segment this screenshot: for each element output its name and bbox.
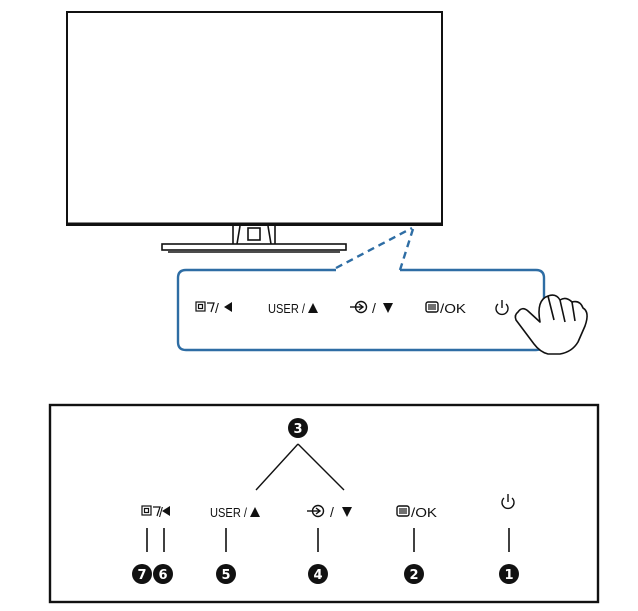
zoom-panel <box>176 268 546 352</box>
smartimage-slash: / <box>215 300 219 316</box>
up-arrow-icon <box>308 303 318 313</box>
callout-5: 5 <box>216 564 236 584</box>
smartimage-button-diagram: / <box>141 504 170 520</box>
smartimage-icon <box>141 505 161 517</box>
user-button[interactable]: USER / <box>268 301 318 316</box>
input-icon <box>307 504 325 518</box>
menu-button-diagram: /OK <box>396 505 437 520</box>
callout-6-label: 6 <box>158 568 167 583</box>
user-label: USER / <box>268 301 305 316</box>
input-slash: / <box>330 504 334 520</box>
smartimage-button[interactable]: / <box>195 300 232 316</box>
callout-7: 7 <box>132 564 152 584</box>
power-icon <box>495 300 509 316</box>
callout-1: 1 <box>499 564 519 584</box>
callout-7-label: 7 <box>137 568 146 583</box>
menu-ok-label: /OK <box>411 505 437 520</box>
menu-button[interactable]: /OK <box>425 301 466 316</box>
pointing-hand-icon <box>514 294 588 355</box>
input-button-diagram: / <box>307 504 352 520</box>
power-button-diagram <box>501 494 515 510</box>
smartimage-icon <box>195 301 215 313</box>
input-button[interactable]: / <box>350 300 393 316</box>
menu-ok-label: /OK <box>440 301 466 316</box>
callout-2: 2 <box>404 564 424 584</box>
input-icon <box>350 300 368 314</box>
power-icon <box>501 494 515 510</box>
monitor-stand <box>161 225 347 253</box>
smartimage-slash: / <box>159 504 163 520</box>
zoom-callout-line <box>335 226 415 271</box>
callout-5-label: 5 <box>221 568 230 583</box>
up-arrow-icon <box>250 507 260 517</box>
callout-3-label: 3 <box>293 422 302 437</box>
monitor-illustration <box>66 11 443 271</box>
callout-4: 4 <box>308 564 328 584</box>
left-arrow-icon <box>162 506 170 516</box>
callout-1-label: 1 <box>504 568 513 583</box>
callout-3-lines <box>255 443 345 491</box>
user-label: USER / <box>210 505 247 520</box>
input-slash: / <box>372 300 376 316</box>
power-button[interactable] <box>495 300 509 316</box>
down-arrow-icon <box>383 303 393 313</box>
callout-6: 6 <box>153 564 173 584</box>
callout-3: 3 <box>288 418 308 438</box>
left-arrow-icon <box>224 302 232 312</box>
monitor-screen <box>66 11 443 226</box>
menu-icon <box>425 301 439 313</box>
down-arrow-icon <box>342 507 352 517</box>
callout-4-label: 4 <box>313 568 322 583</box>
user-button-diagram: USER / <box>210 505 260 520</box>
leader-lines <box>146 528 510 552</box>
menu-icon <box>396 505 410 517</box>
callout-2-label: 2 <box>409 568 418 583</box>
